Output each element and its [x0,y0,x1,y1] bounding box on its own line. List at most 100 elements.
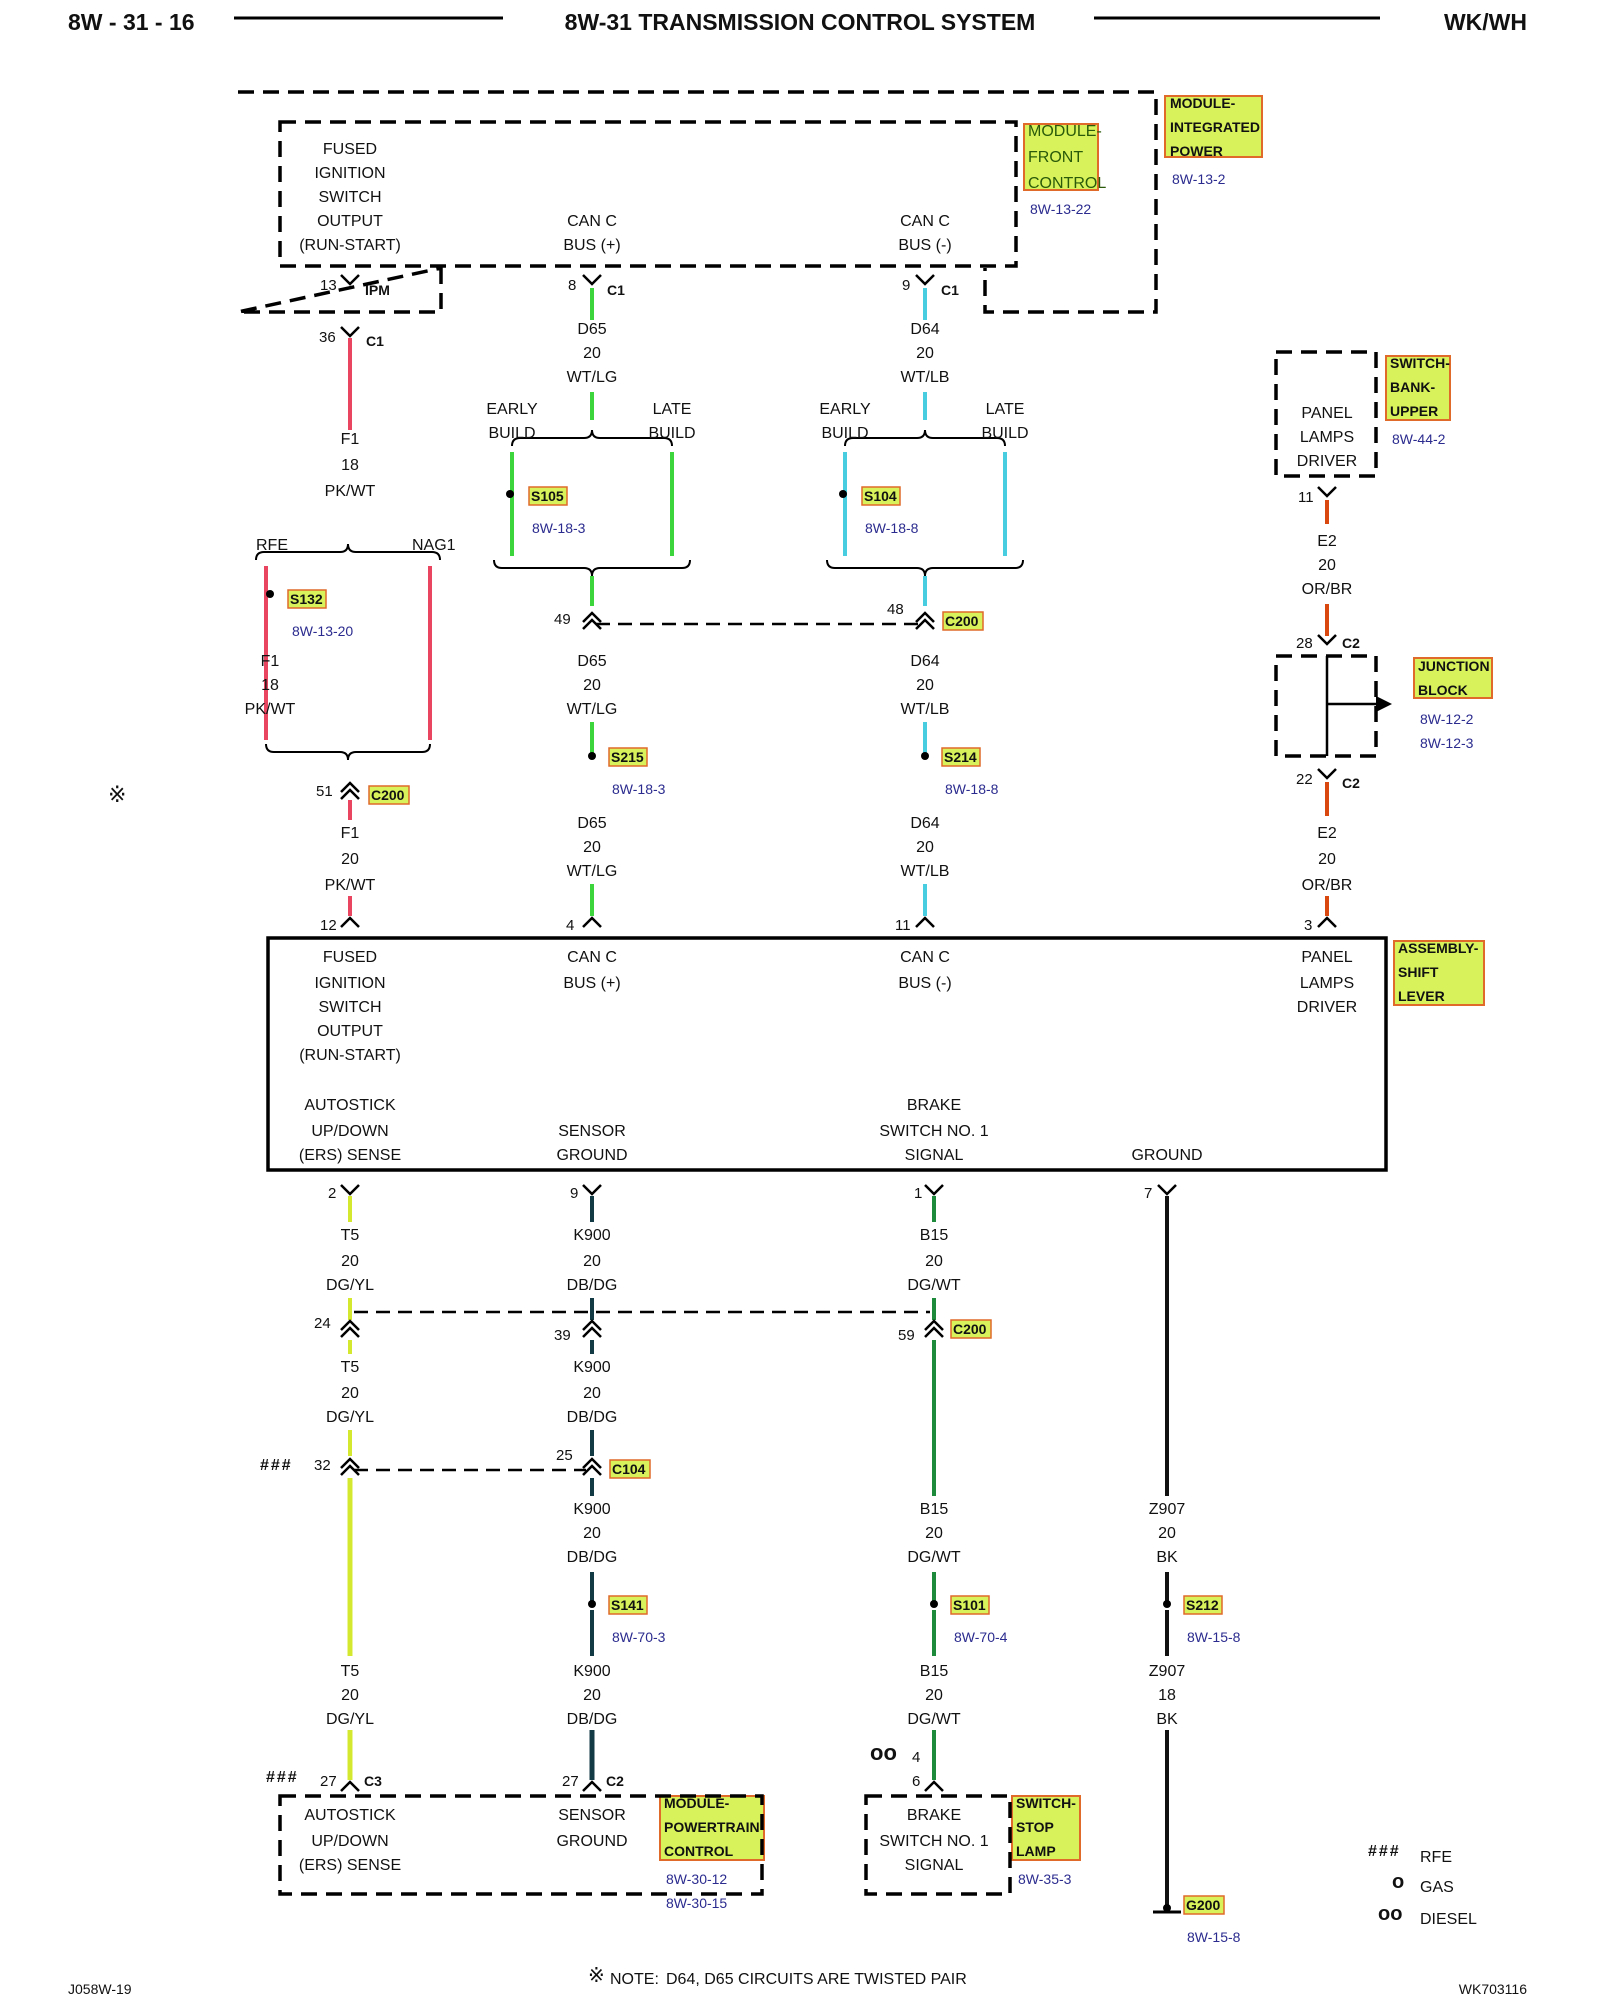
c104-32-fork [340,1457,360,1476]
splice-s104[interactable]: S104 [861,486,901,506]
pin-c104-25: 25 [556,1447,573,1464]
svg-text:DB/DG: DB/DG [567,1277,618,1294]
connector-c200-a[interactable]: C200 [368,785,410,805]
pin-c2-22: 22 [1296,771,1313,788]
pin-c2-27: 27 [562,1773,579,1790]
svg-text:PK/WT: PK/WT [325,483,376,500]
s105-dot [506,490,514,498]
svg-text:DB/DG: DB/DG [567,1409,618,1426]
wire-label-d65-b: D65 20 WT/LG [567,653,618,718]
svg-text:SWITCH: SWITCH [318,189,381,206]
svg-text:20: 20 [583,345,601,362]
pin-sl-4: 4 [566,917,574,934]
junction-block-ref-2[interactable]: 8W-12-3 [1420,735,1474,751]
splice-s141[interactable]: S141 [608,1595,648,1615]
fcm-name-3: CONTROL [1028,175,1106,192]
svg-text:D65: D65 [577,653,606,670]
svg-text:20: 20 [583,1687,601,1704]
fcm-name-2: FRONT [1028,149,1083,166]
pin-c200-24: 24 [314,1315,331,1332]
pcm-pin-sensor-ground: SENSOR GROUND [556,1807,627,1850]
svg-text:BUS (-): BUS (-) [898,237,951,254]
svg-text:BUILD: BUILD [648,425,695,442]
svg-text:D65: D65 [577,815,606,832]
splice-s212[interactable]: S212 [1183,1595,1223,1615]
fcm-ref[interactable]: 8W-13-22 [1030,201,1091,217]
junction-block-name: JUNCTION BLOCK [1418,658,1490,698]
svg-text:C200: C200 [945,613,979,629]
connector-c104[interactable]: C104 [609,1459,651,1479]
shift-lever-pin-can-minus: CAN C BUS (-) [898,949,951,992]
brace-rfe-nag1 [255,543,441,561]
sl-9-fork [582,1184,602,1196]
c200-51-fork [340,781,360,800]
stop-lamp-ref[interactable]: 8W-35-3 [1018,1871,1072,1887]
svg-text:LAMPS: LAMPS [1300,975,1354,992]
svg-text:E2: E2 [1317,825,1337,842]
svg-text:FUSED: FUSED [323,141,377,158]
pcm-ref-2[interactable]: 8W-30-15 [666,1895,727,1911]
shift-lever-pin-brake-switch: BRAKE SWITCH NO. 1 SIGNAL [879,1097,988,1164]
splice-s132[interactable]: S132 [287,589,327,609]
svg-text:MODULE-: MODULE- [664,1795,730,1811]
connector-c1-b: C1 [607,282,625,298]
s215-ref[interactable]: 8W-18-3 [612,781,666,797]
s132-ref[interactable]: 8W-13-20 [292,623,353,639]
wire-label-t5-a: T5 20 DG/YL [326,1227,374,1294]
ipm-name-2: INTEGRATED [1170,119,1260,135]
legend-item-diesel: DIESEL [1420,1911,1477,1928]
shift-lever-name: ASSEMBLY- SHIFT LEVER [1398,940,1479,1004]
s101-ref[interactable]: 8W-70-4 [954,1629,1008,1645]
svg-text:OUTPUT: OUTPUT [317,213,383,230]
svg-text:20: 20 [583,677,601,694]
svg-text:FUSED: FUSED [323,949,377,966]
pin-sl-3: 3 [1304,917,1312,934]
splice-s105[interactable]: S105 [528,486,568,506]
svg-text:B15: B15 [920,1501,949,1518]
s105-ref[interactable]: 8W-18-3 [532,520,586,536]
svg-text:SWITCH NO. 1: SWITCH NO. 1 [879,1123,988,1140]
svg-text:20: 20 [341,1687,359,1704]
svg-text:GROUND: GROUND [556,1833,627,1850]
switch-bank-ref[interactable]: 8W-44-2 [1392,431,1446,447]
pin-c104-32: 32 [314,1457,331,1474]
s212-ref[interactable]: 8W-15-8 [1187,1629,1241,1645]
wire-label-d64-a: D64 20 WT/LB [901,321,950,386]
switch-bank-name: SWITCH- BANK- UPPER [1390,355,1450,419]
connector-c200-b[interactable]: C200 [942,611,984,631]
svg-text:AUTOSTICK: AUTOSTICK [304,1097,396,1114]
junction-block-arrow-head [1376,696,1392,712]
c200-49-fork [582,611,602,630]
splice-s101[interactable]: S101 [950,1595,990,1615]
svg-text:T5: T5 [341,1663,360,1680]
svg-text:SWITCH NO. 1: SWITCH NO. 1 [879,1833,988,1850]
svg-text:BANK-: BANK- [1390,379,1435,395]
ipm-ref[interactable]: 8W-13-2 [1172,171,1226,187]
svg-text:S215: S215 [611,749,644,765]
g200-ref[interactable]: 8W-15-8 [1187,1929,1241,1945]
pcm-name: MODULE- POWERTRAIN CONTROL [664,1795,760,1859]
svg-text:S141: S141 [611,1597,644,1613]
sl-2-fork [340,1184,360,1196]
s104-ref[interactable]: 8W-18-8 [865,520,919,536]
shift-lever-name-highlight [1393,940,1485,1006]
shift-lever-pin-autostick: AUTOSTICK UP/DOWN (ERS) SENSE [299,1097,401,1164]
svg-text:EARLY: EARLY [819,401,871,418]
s214-ref[interactable]: 8W-18-8 [945,781,999,797]
stop-lamp-pin-label: BRAKE SWITCH NO. 1 SIGNAL [879,1807,988,1874]
splice-s214[interactable]: S214 [941,747,981,767]
junction-block-ref-1[interactable]: 8W-12-2 [1420,711,1474,727]
pin-ipm-13: 13 [320,277,337,294]
pin-sl-2: 2 [328,1185,336,1202]
splice-s215[interactable]: S215 [608,747,648,767]
connector-c200-c[interactable]: C200 [950,1319,992,1339]
brace-f1-bottom [265,743,431,761]
svg-text:20: 20 [1158,1525,1176,1542]
pcm-ref-1[interactable]: 8W-30-12 [666,1871,727,1887]
c1-9-fork [915,274,935,286]
svg-text:OR/BR: OR/BR [1302,581,1353,598]
s141-ref[interactable]: 8W-70-3 [612,1629,666,1645]
ground-g200[interactable]: G200 [1183,1895,1225,1915]
svg-text:CAN C: CAN C [900,213,950,230]
